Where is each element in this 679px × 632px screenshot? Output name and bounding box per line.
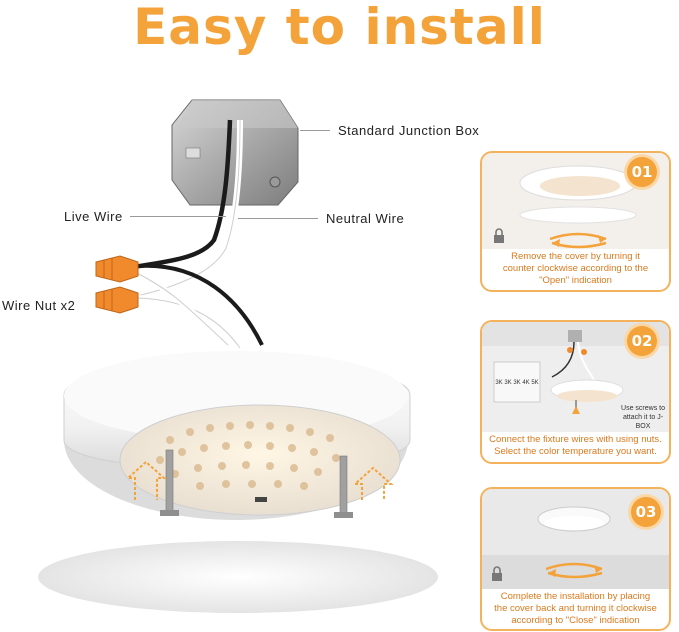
up-arrow-icon xyxy=(125,460,167,500)
label-live-wire: Live Wire xyxy=(64,209,123,224)
page-title: Easy to install xyxy=(133,0,546,56)
up-arrow-icon xyxy=(352,466,394,500)
step-card-1: 01 Remove the cover by turning it counte… xyxy=(480,151,671,292)
leader-line xyxy=(300,130,330,131)
label-neutral-wire: Neutral Wire xyxy=(326,211,405,226)
led-chips xyxy=(156,421,340,490)
up-arrow-icon xyxy=(572,406,580,414)
caption-line: counter clockwise according to the xyxy=(502,263,649,274)
diffuser-cover xyxy=(38,541,438,613)
live-wire xyxy=(127,119,233,271)
caption-line: "Open" indication xyxy=(539,275,612,286)
step-card-3: 03 Complete the installation by placing … xyxy=(480,487,671,631)
light-fixture xyxy=(63,351,411,520)
label-junction-box: Standard Junction Box xyxy=(338,123,480,138)
installation-illustration xyxy=(38,99,438,613)
screw-icon xyxy=(165,449,174,513)
caption-line: Connect the fixture wires with using nut… xyxy=(489,434,662,445)
step-3-caption: Complete the installation by placing the… xyxy=(486,591,665,627)
caption-line: the cover back and turning it clockwise xyxy=(494,603,657,614)
junction-box xyxy=(171,99,299,206)
screw-icon xyxy=(339,455,348,515)
step-card-2: 3K 3K 3K 4K 5K Use screws to attach it t… xyxy=(480,320,671,464)
step-2-caption: Connect the fixture wires with using nut… xyxy=(486,434,665,458)
caption-line: Select the color temperature you want. xyxy=(494,446,657,457)
wire-nut-icon xyxy=(95,286,139,314)
step-number-badge: 03 xyxy=(631,497,661,527)
note-line: attach it to J-BOX xyxy=(622,414,664,430)
leader-line xyxy=(238,218,318,219)
step-number-badge: 01 xyxy=(627,157,657,187)
screw-note: Use screws to attach it to J-BOX xyxy=(618,404,668,431)
caption-line: Remove the cover by turning it xyxy=(511,251,640,262)
rotate-arrows-icon xyxy=(545,562,603,579)
cct-switch-label: 3K 3K 3K 4K 5K xyxy=(495,380,539,386)
leader-line xyxy=(130,216,226,217)
lock-icon xyxy=(492,566,502,581)
note-line: Use screws to xyxy=(621,405,665,412)
step-number-badge: 02 xyxy=(627,326,657,356)
step-1-caption: Remove the cover by turning it counter c… xyxy=(486,251,665,287)
rotate-arrows-icon xyxy=(549,232,607,249)
color-switch xyxy=(255,497,267,502)
wire-nut-icon xyxy=(95,255,139,283)
caption-line: according to "Close" indication xyxy=(511,615,640,626)
label-wire-nut: Wire Nut x2 xyxy=(2,298,76,313)
caption-line: Complete the installation by placing xyxy=(500,591,651,602)
lock-icon xyxy=(494,228,504,243)
